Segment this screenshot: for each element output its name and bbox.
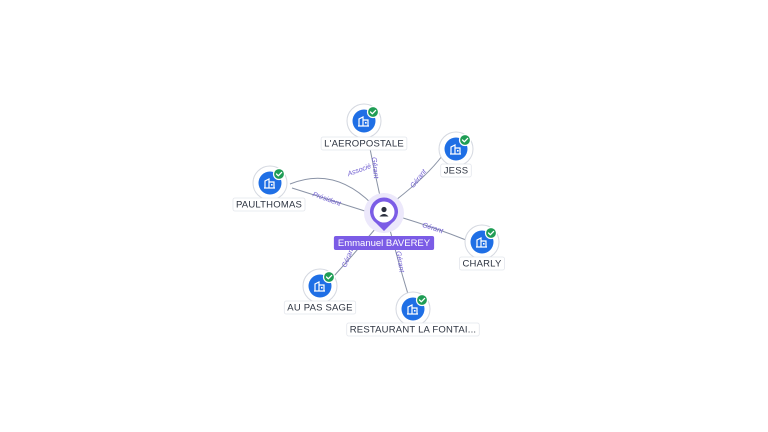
person-label: Emmanuel BAVEREY [338, 238, 431, 249]
company-node-aupassage[interactable]: AU PAS SAGE [283, 268, 357, 315]
company-label: PAULTHOMAS [236, 200, 302, 211]
company-node-paulthomas[interactable]: PAULTHOMAS [232, 165, 306, 212]
building-icon [314, 281, 325, 292]
edge-label: Gérant [409, 168, 428, 190]
company-label-bg [232, 197, 306, 212]
edge-label: Gérant [370, 157, 379, 180]
person-icon [379, 206, 389, 217]
company-label-bg [346, 322, 480, 337]
edge-line [333, 227, 377, 277]
company-node-aeropostale[interactable]: L'AEROPOSTALE [320, 103, 408, 151]
company-label: RESTAURANT LA FONTAI... [350, 325, 477, 336]
edge-line [289, 177, 373, 205]
edge-line [399, 216, 467, 241]
verified-check-icon [322, 270, 336, 284]
company-label: CHARLY [462, 259, 501, 270]
verified-check-icon [415, 293, 429, 307]
building-icon [264, 178, 275, 189]
verified-check-icon [272, 167, 286, 181]
building-icon [476, 237, 487, 248]
company-label-bg [283, 300, 357, 315]
company-node-charly[interactable]: CHARLY [459, 224, 505, 271]
person-label-bg [333, 236, 435, 250]
edge-jess: Gérant [395, 155, 443, 201]
edge-line [395, 155, 443, 201]
company-node-jess[interactable]: JESS [438, 131, 474, 178]
verified-check-icon [484, 226, 498, 240]
nodes-layer: L'AEROPOSTALE JESS PAULTHOMAS CHARLY AU PAS … [232, 103, 505, 337]
company-node-restaurant[interactable]: RESTAURANT LA FONTAI... [346, 291, 480, 337]
company-label: JESS [444, 166, 469, 177]
company-label: L'AEROPOSTALE [324, 139, 404, 150]
edge-label: Gérant [421, 222, 445, 236]
building-icon [358, 116, 369, 127]
building-icon [450, 144, 461, 155]
edge-label: Gérant [394, 251, 405, 274]
company-label-bg [440, 163, 472, 178]
company-label-bg [320, 136, 408, 151]
company-label-bg [459, 256, 505, 271]
center-node[interactable]: Emmanuel BAVEREY [333, 193, 435, 250]
verified-check-icon [366, 105, 380, 119]
edge-label: Associé [346, 163, 372, 178]
verified-check-icon [458, 133, 472, 147]
edge-label: Président [311, 191, 342, 208]
company-label: AU PAS SAGE [287, 303, 352, 314]
building-icon [407, 304, 418, 315]
edge-line [291, 187, 369, 213]
edge-aupassage: Gérant [333, 227, 377, 277]
